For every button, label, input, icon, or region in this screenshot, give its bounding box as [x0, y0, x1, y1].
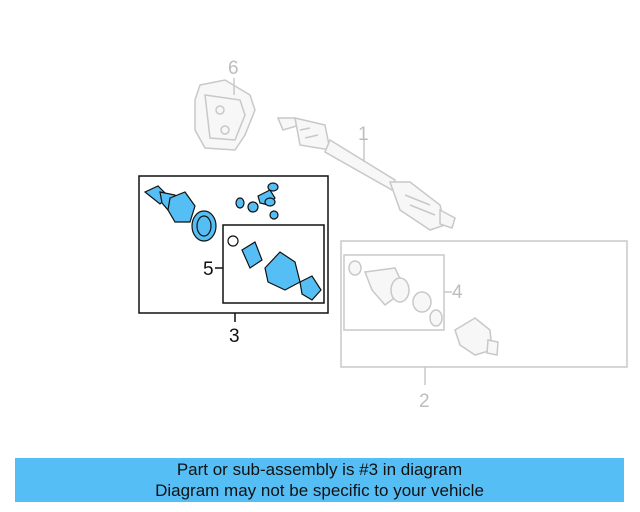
callout-2: 2	[419, 391, 430, 412]
assembly-box-3	[138, 175, 329, 314]
info-banner: Part or sub-assembly is #3 in diagram Di…	[15, 458, 624, 502]
parts-diagram: 6 1 4 2	[138, 58, 628, 412]
banner-line-2: Diagram may not be specific to your vehi…	[155, 481, 484, 500]
assembly-box-2	[340, 240, 628, 368]
callout-4: 4	[452, 282, 463, 303]
bracket-part-6	[194, 79, 256, 151]
callout-1: 1	[358, 124, 369, 145]
callout-5: 5	[203, 259, 214, 280]
drive-shaft-part-1	[276, 117, 456, 231]
joint-parts-4	[348, 260, 443, 327]
spider-bearing-part	[235, 182, 279, 220]
callout-6: 6	[228, 58, 239, 79]
inner-joint-housing	[143, 185, 196, 223]
boot-kit-parts	[227, 235, 322, 301]
boot-ring-part	[191, 210, 217, 242]
subassembly-box-5	[222, 224, 325, 304]
banner-line-1: Part or sub-assembly is #3 in diagram	[176, 460, 463, 479]
callout-3: 3	[229, 326, 240, 347]
outer-joint-part-2	[454, 317, 499, 356]
